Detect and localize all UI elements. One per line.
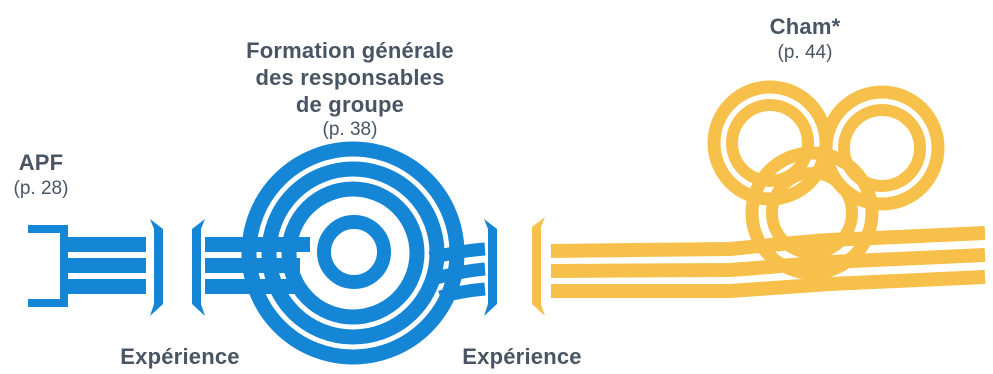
cham-label: Cham* (p. 44): [740, 14, 870, 64]
formation-label: Formation générale des responsables de g…: [200, 38, 500, 142]
apf-rope-end: [28, 225, 146, 307]
apf-label: APF (p. 28): [0, 150, 82, 200]
formation-loop-rope: [205, 141, 486, 365]
cham-knot-rope: [550, 80, 986, 298]
cham-page: (p. 44): [777, 41, 833, 63]
bracket-open-2: [532, 217, 545, 316]
formation-title-line-1: Formation générale: [246, 38, 454, 63]
apf-title: APF: [18, 150, 64, 175]
apf-page: (p. 28): [13, 177, 69, 199]
formation-page: (p. 38): [322, 119, 378, 141]
bracket-close-2: [484, 219, 497, 316]
experience-label-1: Expérience: [120, 344, 240, 369]
formation-title-line-2: des responsables: [255, 64, 445, 90]
experience-label-2: Expérience: [462, 344, 582, 369]
formation-title-line-3: de groupe: [295, 91, 405, 117]
bracket-close-1: [150, 219, 163, 316]
bracket-open-1: [192, 219, 205, 316]
cham-title: Cham*: [769, 14, 841, 39]
